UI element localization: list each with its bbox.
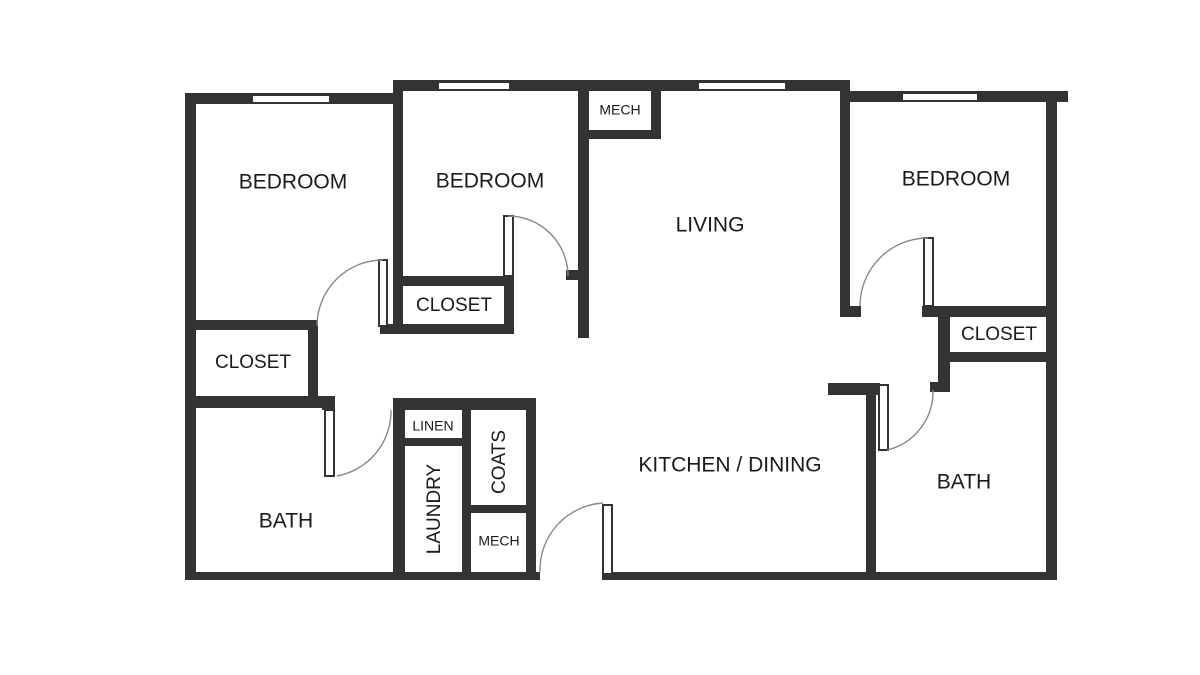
wall-top-center — [393, 80, 850, 91]
wall-closet-right-bottom — [938, 352, 1057, 362]
wall-coats-bottom — [462, 505, 536, 513]
door-swing — [886, 389, 934, 451]
wall-linen-bottom — [393, 438, 468, 446]
door-swing — [859, 237, 929, 307]
wall-bedroom-divider-left — [393, 80, 403, 330]
window-bedroom-center — [437, 81, 511, 91]
door-swing — [316, 259, 384, 327]
label-coats: COATS — [489, 430, 510, 494]
window-living — [697, 81, 787, 91]
label-bedroom-center: BEDROOM — [436, 170, 545, 193]
wall-left — [185, 93, 196, 580]
door-bedroom-left — [316, 259, 388, 327]
wall-closet-right-corner — [930, 382, 950, 392]
wall-utility-right — [526, 398, 536, 580]
door-leaf — [503, 215, 514, 277]
wall-closet-center-right — [504, 276, 514, 334]
door-swing — [336, 409, 392, 477]
door-leaf — [923, 237, 934, 307]
wall-bottom-left — [185, 572, 540, 580]
wall-bath-right-left — [866, 383, 876, 580]
door-bedroom-right — [859, 237, 934, 307]
wall-closet-left-top — [185, 320, 318, 330]
windows — [251, 81, 979, 104]
label-bedroom-left: BEDROOM — [239, 171, 348, 194]
wall-mech-top-bottom — [578, 130, 661, 139]
label-mech-bottom: MECH — [478, 533, 519, 549]
door-bath-left — [324, 409, 392, 477]
label-bath-right: BATH — [937, 471, 991, 494]
wall-mech-top-right — [651, 80, 661, 139]
doors — [316, 215, 934, 575]
label-closet-left: CLOSET — [215, 352, 291, 373]
door-bedroom-center — [503, 215, 569, 277]
wall-bedroom-living-divider — [578, 80, 589, 338]
door-swing — [539, 502, 604, 573]
window-bedroom-left — [251, 94, 331, 104]
wall-living-bedroom-right-stub — [845, 306, 861, 317]
wall-laundry-right — [462, 398, 471, 580]
wall-closet-center-top — [393, 276, 514, 286]
label-linen: LINEN — [412, 418, 453, 434]
label-bedroom-right: BEDROOM — [902, 168, 1011, 191]
label-bath-left: BATH — [259, 510, 313, 533]
wall-closet-right-left — [938, 306, 950, 390]
label-laundry: LAUNDRY — [424, 463, 445, 554]
label-kitchen-dining: KITCHEN / DINING — [638, 454, 821, 477]
wall-bedroom-center-stub — [566, 270, 579, 280]
door-swing — [507, 215, 569, 277]
door-leaf — [878, 384, 889, 451]
label-closet-center: CLOSET — [416, 295, 492, 316]
wall-bedroom-right-bottom — [922, 306, 1057, 317]
interior-walls — [185, 80, 1057, 580]
wall-bath-left-right — [393, 398, 405, 580]
wall-closet-left-bottom — [185, 396, 335, 408]
wall-closet-center-bottom — [380, 324, 514, 334]
door-leaf — [378, 259, 388, 327]
door-bath-right — [878, 384, 934, 451]
door-leaf — [602, 504, 613, 575]
wall-closet-left-side — [308, 320, 318, 408]
label-closet-right: CLOSET — [961, 324, 1037, 345]
label-living: LIVING — [676, 214, 745, 237]
label-mech-top: MECH — [599, 102, 640, 118]
room-labels: BEDROOM BEDROOM BEDROOM LIVING KITCHEN /… — [215, 102, 1037, 555]
wall-right — [1046, 91, 1057, 580]
wall-closet-left-bottom-stub — [322, 396, 335, 410]
door-entry — [539, 502, 613, 575]
door-leaf — [324, 409, 335, 477]
wall-living-bedroom-right — [840, 80, 850, 317]
window-bedroom-right — [901, 92, 979, 102]
wall-bottom-right — [602, 572, 1057, 580]
